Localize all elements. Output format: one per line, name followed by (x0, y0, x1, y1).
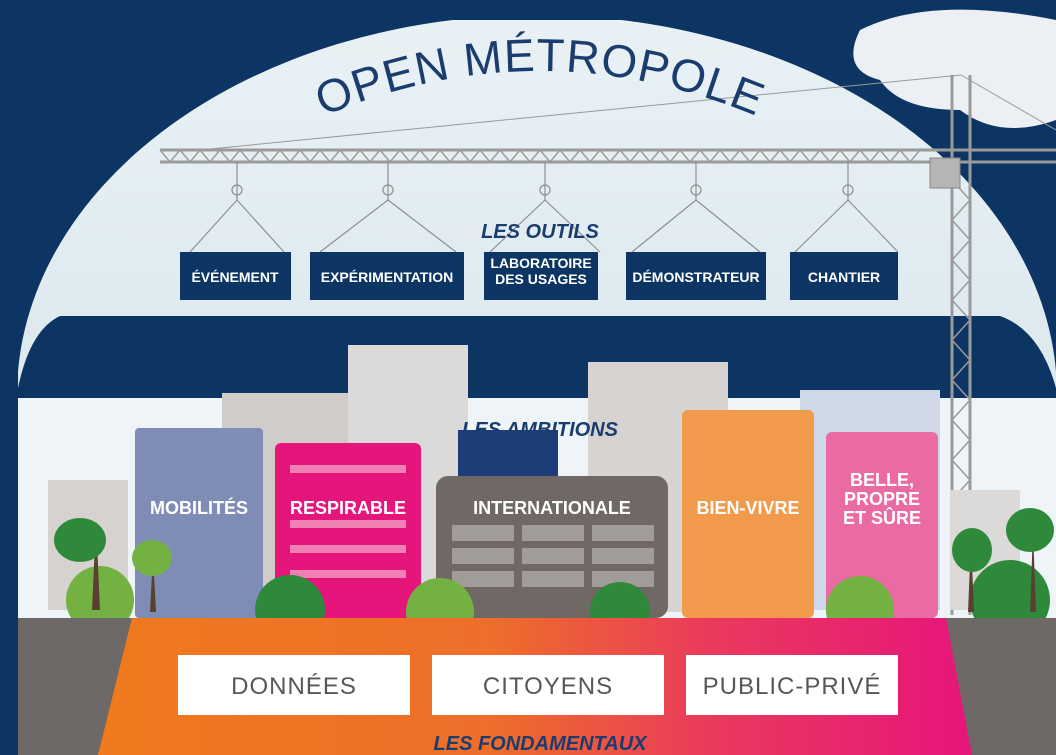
foundation-citoyens-label: CITOYENS (483, 673, 613, 700)
ambition-mobilites-label: MOBILITÉS (150, 497, 248, 518)
foundation-donnees-label: DONNÉES (231, 673, 357, 700)
ambition-respirable-label: RESPIRABLE (290, 498, 406, 518)
ambition-bien-vivre-label: BIEN-VIVRE (696, 498, 799, 518)
foundation-boxes (178, 655, 898, 715)
foundation-labels: DONNÉES CITOYENS PUBLIC-PRIVÉ (231, 673, 882, 700)
ambition-belle-propre-sure-label: ET SÛRE (843, 507, 921, 528)
navy-band (18, 316, 1056, 405)
tool-box-demonstrateur (626, 252, 766, 300)
cloud-top-right (853, 9, 1056, 128)
ambition-belle-propre-sure-label: PROPRE (844, 489, 920, 509)
tool-evenement-label: ÉVÉNEMENT (191, 269, 279, 285)
tools-boxes (180, 252, 898, 300)
tool-laboratoire-des-usages-label: LABORATOIRE (490, 255, 591, 271)
tool-laboratoire-des-usages-label: DES USAGES (495, 271, 587, 287)
tool-box-laboratoire (484, 252, 598, 300)
ambition-internationale-label: INTERNATIONALE (473, 498, 631, 518)
tool-box-chantier (790, 252, 898, 300)
crane (159, 74, 1056, 615)
foundation-box-public-prive (686, 655, 898, 715)
building-respirable (275, 443, 421, 618)
ambitions-heading: LES AMBITIONS (462, 419, 619, 441)
building-internationale (436, 476, 668, 618)
foundation-box-citoyens (432, 655, 664, 715)
foundation-public-prive-label: PUBLIC-PRIVÉ (703, 673, 882, 700)
building-belle-propre (826, 432, 938, 618)
tool-box-evenement (180, 252, 291, 300)
building-bien-vivre (682, 410, 814, 618)
ambition-belle-propre-sure-label: BELLE, (850, 470, 914, 490)
ambition-labels: MOBILITÉS RESPIRABLE INTERNATIONALE BIEN-VI… (150, 470, 921, 528)
foundation-box-donnees (178, 655, 410, 715)
tool-chantier-label: CHANTIER (808, 269, 880, 285)
foundations-heading: LES FONDAMENTAUX (434, 733, 649, 755)
tool-experimentation-label: EXPÉRIMENTATION (321, 269, 454, 285)
tool-box-experimentation (310, 252, 464, 300)
building-mobilites (135, 428, 263, 618)
tools-heading: LES OUTILS (481, 221, 599, 243)
crane-hooks (189, 162, 899, 253)
tool-demonstrateur-label: DÉMONSTRATEUR (632, 269, 759, 285)
